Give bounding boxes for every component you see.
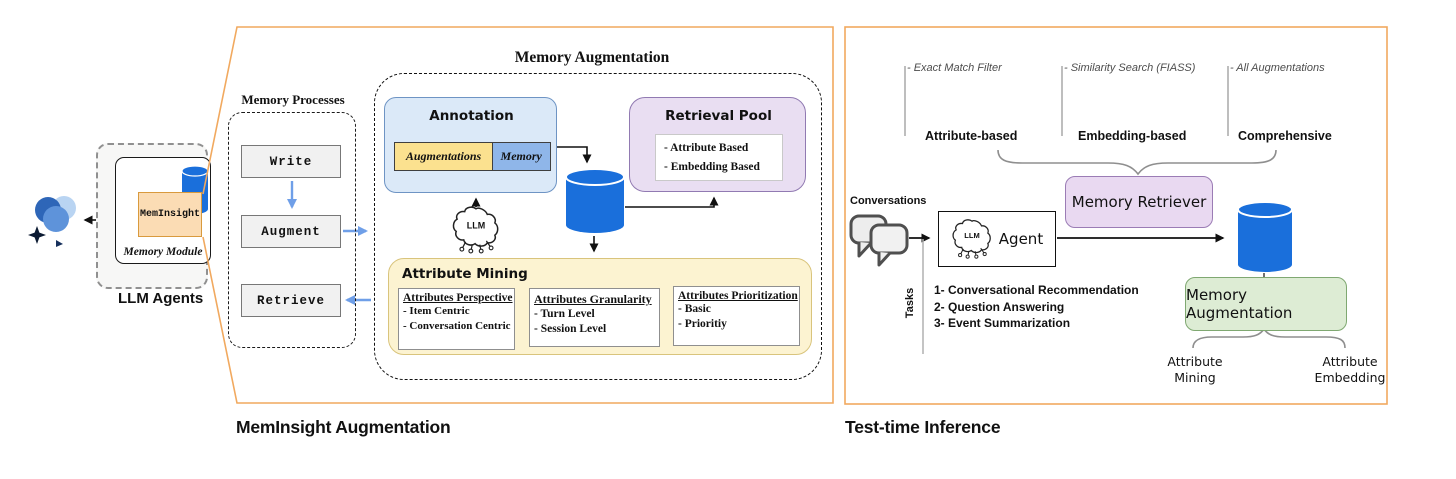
attribute-mining-box: Attribute Mining Attributes Perspective …	[388, 258, 812, 355]
mining-group-item: - Item Centric	[403, 305, 470, 317]
mode-label-comprehensive: Comprehensive	[1238, 129, 1332, 143]
meminsight-box: MemInsight	[138, 192, 202, 237]
llm-agents-label: LLM Agents	[118, 290, 204, 307]
right-panel-caption: Test-time Inference	[845, 417, 1001, 437]
mining-group-granularity: Attributes Granularity - Turn Level - Se…	[529, 288, 660, 347]
process-step-augment: Augment	[241, 215, 341, 248]
brace-modes-to-retriever	[997, 149, 1277, 176]
memory-module-label: Memory Module	[123, 246, 203, 258]
task-item-3: 3- Event Summarization	[934, 316, 1071, 330]
task-item-2: 2- Question Answering	[934, 299, 1065, 314]
mining-group-item: - Turn Level	[534, 308, 595, 320]
method-line: Attribute	[1167, 354, 1223, 369]
annotation-title: Annotation	[429, 108, 514, 124]
tasks-list: 1- Conversational Recommendation 2- Ques…	[934, 282, 1139, 332]
method-attribute-mining: Attribute Mining	[1155, 354, 1235, 386]
tasks-axis-label: Tasks	[904, 287, 916, 319]
annotation-box: Annotation Augmentations Memory	[384, 97, 557, 193]
attribute-mining-title: Attribute Mining	[402, 266, 528, 282]
chip-memory: Memory	[491, 142, 551, 171]
brace-augmentation-methods	[1192, 327, 1346, 349]
task-item-1: 1- Conversational Recommendation	[934, 283, 1139, 297]
annotation-chips: Augmentations Memory	[394, 142, 551, 171]
method-line: Mining	[1174, 370, 1216, 385]
llm-brain-icon-agent: LLM	[952, 219, 991, 259]
memory-augmentation-title: Memory Augmentation	[514, 49, 670, 66]
process-step-write: Write	[241, 145, 341, 178]
speech-bubbles-icon	[849, 214, 909, 267]
mining-group-title: Attributes Prioritization	[678, 290, 798, 302]
retrieval-pool-items-box: - Attribute Based - Embedding Based	[655, 134, 783, 181]
method-line: Attribute	[1322, 354, 1378, 369]
llm-icon-label: LLM	[467, 221, 485, 231]
method-line: Embedding	[1314, 370, 1386, 385]
mode-label-attribute-based: Attribute-based	[925, 129, 1018, 143]
mining-group-title: Attributes Perspective	[403, 292, 513, 304]
conversations-label: Conversations	[850, 195, 927, 207]
llm-brain-icon: LLM	[452, 206, 499, 254]
sparkle-small	[56, 240, 63, 247]
left-panel-caption: MemInsight Augmentation	[236, 417, 451, 437]
method-attribute-embedding: Attribute Embedding	[1310, 354, 1390, 386]
mining-group-prioritization: Attributes Prioritization - Basic - Prio…	[673, 286, 800, 346]
mode-note-similarity-search: - Similarity Search (FIASS)	[1064, 62, 1196, 74]
chip-augmentations: Augmentations	[394, 142, 493, 171]
retrieval-pool-box: Retrieval Pool - Attribute Based - Embed…	[629, 97, 806, 192]
agent-label: Agent	[998, 230, 1044, 248]
mining-group-item: - Session Level	[534, 323, 607, 335]
mining-group-item: - Prioritiy	[678, 318, 727, 330]
mining-group-item: - Conversation Centric	[403, 320, 511, 332]
database-cylinder-right	[1237, 201, 1293, 272]
retrieval-pool-item: - Attribute Based	[664, 142, 749, 154]
mode-reference-lines	[904, 66, 1229, 136]
retrieval-pool-title: Retrieval Pool	[665, 108, 772, 124]
memory-augmentation-green-box: Memory Augmentation	[1185, 277, 1347, 331]
mode-note-all-augmentations: - All Augmentations	[1230, 62, 1325, 74]
agent-box: LLM Agent	[938, 211, 1056, 267]
mode-note-exact-match: - Exact Match Filter	[907, 62, 1002, 74]
llm-icon-label: LLM	[964, 231, 979, 240]
memory-retriever-box: Memory Retriever	[1065, 176, 1213, 228]
mining-group-item: - Basic	[678, 303, 711, 315]
user-head-front	[43, 206, 69, 232]
users-icon	[28, 196, 76, 247]
retrieval-pool-item: - Embedding Based	[664, 161, 760, 173]
mode-label-embedding-based: Embedding-based	[1078, 129, 1187, 143]
process-step-retrieve: Retrieve	[241, 284, 341, 317]
mining-group-title: Attributes Granularity	[534, 292, 652, 306]
mining-group-perspective: Attributes Perspective - Item Centric - …	[398, 288, 515, 350]
sparkle-icon	[28, 226, 46, 244]
memory-processes-title: Memory Processes	[241, 92, 345, 107]
database-cylinder-main	[565, 168, 625, 233]
